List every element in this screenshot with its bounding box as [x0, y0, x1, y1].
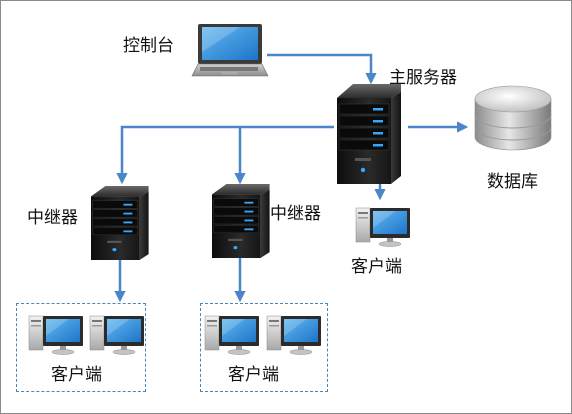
- connector-main-to-relay-left: [116, 125, 334, 185]
- main-server-label: 主服务器: [389, 68, 457, 88]
- relay-server-right-icon: [211, 183, 271, 259]
- client-group-left: [16, 303, 146, 392]
- main-server-icon: [336, 83, 402, 185]
- relay-left-label: 中继器: [27, 208, 78, 228]
- database-label: 数据库: [487, 172, 538, 192]
- client-main-monitor-icon: [355, 207, 411, 247]
- client-group-right-label: 客户端: [228, 365, 279, 385]
- client-group-right: [200, 303, 328, 392]
- relay-server-left-icon: [90, 185, 150, 261]
- relay-right-label: 中继器: [270, 204, 321, 224]
- client-main-label: 客户端: [351, 257, 402, 277]
- database-icon: [474, 85, 552, 151]
- connector-console-to-main: [267, 53, 377, 85]
- client-group-left-label: 客户端: [51, 365, 102, 385]
- console-laptop-icon: [191, 24, 269, 77]
- console-label: 控制台: [123, 36, 174, 56]
